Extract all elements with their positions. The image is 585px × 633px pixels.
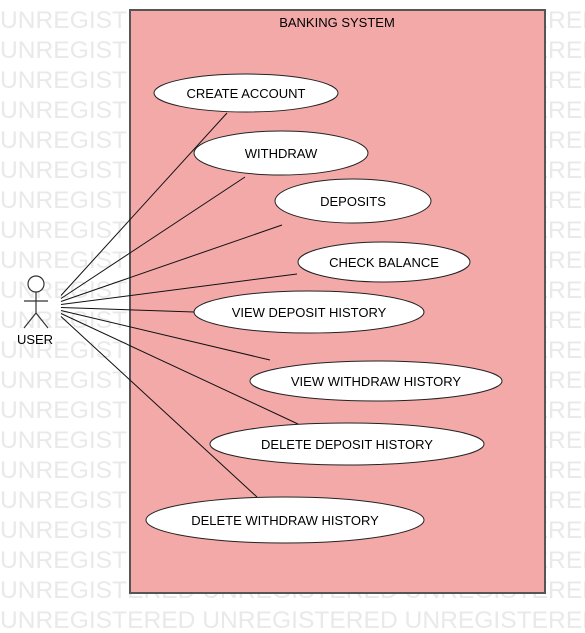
association-line-check-balance [60,273,298,305]
use-case-delete-withdraw-history[interactable]: DELETE WITHDRAW HISTORY [145,496,425,544]
use-case-label: DELETE WITHDRAW HISTORY [191,513,379,528]
use-case-ellipse [249,360,503,402]
use-case-check-balance[interactable]: CHECK BALANCE [297,241,471,283]
association-line-deposits [60,224,283,302]
use-case-delete-deposit-history[interactable]: DELETE DEPOSIT HISTORY [209,422,485,466]
use-case-label: VIEW DEPOSIT HISTORY [232,305,387,320]
use-case-label: VIEW WITHDRAW HISTORY [291,374,462,389]
use-case-ellipse [145,496,425,544]
association-line-create-account [60,112,228,296]
use-case-deposits[interactable]: DEPOSITS [274,178,432,224]
actor-right-leg [35,312,49,329]
association-line-view-withdraw-history [60,310,271,361]
actor-left-leg [23,312,37,329]
use-cases: CREATE ACCOUNT WITHDRAW DEPOSITS CHECK BALA… [145,73,503,544]
use-case-view-deposit-history[interactable]: VIEW DEPOSIT HISTORY [193,290,425,334]
use-case-ellipse [193,130,369,176]
use-case-view-withdraw-history[interactable]: VIEW WITHDRAW HISTORY [249,360,503,402]
association-line-withdraw [60,176,246,299]
actor-user[interactable]: USER [17,275,53,347]
association-line-delete-deposit-history [60,313,299,425]
association-line-delete-withdraw-history [60,316,258,498]
use-case-ellipse [274,178,432,224]
use-case-label: WITHDRAW [245,146,318,161]
use-case-ellipse [209,422,485,466]
system-title: BANKING SYSTEM [279,15,395,30]
use-case-label: CHECK BALANCE [329,255,439,270]
actor-label: USER [17,332,53,347]
watermark-front-layer: UNREGISTERED UNREGISTERED UNREGISTERED [0,607,585,633]
use-case-ellipse [153,73,339,113]
association-lines [60,112,299,498]
use-case-label: CREATE ACCOUNT [187,86,306,101]
use-case-ellipse [297,241,471,283]
association-line-view-deposit-history [60,307,195,313]
use-case-label: DELETE DEPOSIT HISTORY [261,437,433,452]
use-case-create-account[interactable]: CREATE ACCOUNT [153,73,339,113]
actor-head [27,275,45,293]
use-case-label: DEPOSITS [320,194,386,209]
watermark-text: UNREGISTERED UNREGISTERED UNREGISTERED [0,607,585,633]
use-case-withdraw[interactable]: WITHDRAW [193,130,369,176]
use-case-ellipse [193,290,425,334]
